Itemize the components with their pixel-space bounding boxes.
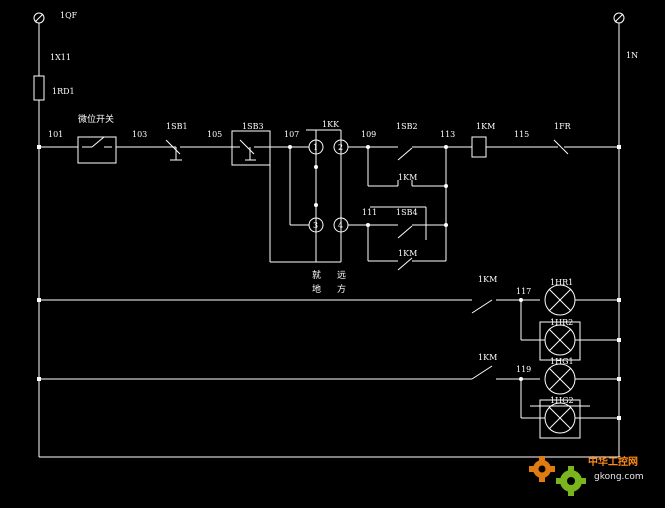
label-1hr1: 1HR1 xyxy=(550,278,573,287)
right-rail xyxy=(613,12,625,457)
indicator-rung-red xyxy=(39,284,619,361)
label-109: 109 xyxy=(361,130,376,139)
label-1sb2: 1SB2 xyxy=(396,122,418,131)
label-1hg1: 1HG1 xyxy=(550,357,574,366)
label-113: 113 xyxy=(440,130,455,139)
fuse-1rd1 xyxy=(33,75,45,101)
watermark-cn-text: 中华工控网 xyxy=(588,455,638,468)
label-1km-aux-2: 1KM xyxy=(398,249,417,258)
label-kk-pos-1: 1 xyxy=(313,143,318,152)
label-local-1: 就 xyxy=(312,269,321,281)
overload-relay-1fr xyxy=(548,139,619,155)
label-kk-pos-3: 3 xyxy=(313,221,318,230)
start-button-1sb2 xyxy=(392,146,472,161)
label-1fr: 1FR xyxy=(554,122,572,131)
indicator-rung-green xyxy=(39,363,619,439)
label-local-2: 地 xyxy=(312,283,321,295)
label-1x11: 1X11 xyxy=(50,53,71,62)
label-limit-switch: 微位开关 xyxy=(78,113,114,125)
stop-button-1sb1 xyxy=(164,139,232,161)
contactor-coil-1km xyxy=(471,136,487,158)
left-rail xyxy=(33,12,45,457)
label-1hg2: 1HG2 xyxy=(550,396,574,405)
stop-button-1sb3-box xyxy=(231,130,271,166)
label-1n: 1N xyxy=(626,51,638,60)
gear-icon xyxy=(529,456,586,496)
label-1kk: 1KK xyxy=(322,120,340,129)
label-remote-2: 方 xyxy=(337,283,346,295)
label-105: 105 xyxy=(207,130,222,139)
label-1km-coil: 1KM xyxy=(476,122,495,131)
watermark-url: gkong.com xyxy=(594,472,644,482)
label-103: 103 xyxy=(132,130,147,139)
remote-rung-1sb4 xyxy=(367,206,446,271)
watermark: 中华工控网 gkong.com xyxy=(529,455,644,496)
label-117: 117 xyxy=(516,287,531,296)
label-1sb3: 1SB3 xyxy=(242,122,264,131)
selector-switch-wiring xyxy=(269,129,392,263)
label-1km-contact-4: 1KM xyxy=(478,353,497,362)
label-119: 119 xyxy=(516,365,531,374)
junction-dots xyxy=(37,145,621,420)
label-1qf: 1QF xyxy=(60,11,78,20)
label-1hr2: 1HR2 xyxy=(550,318,573,327)
label-1sb4: 1SB4 xyxy=(396,208,418,217)
label-115: 115 xyxy=(514,130,529,139)
label-remote-1: 远 xyxy=(337,270,346,281)
label-1rd1: 1RD1 xyxy=(52,87,75,96)
label-1km-contact-3: 1KM xyxy=(478,275,497,284)
label-111: 111 xyxy=(362,208,377,217)
label-101: 101 xyxy=(48,130,63,139)
km-aux-contact-1 xyxy=(367,147,447,261)
label-kk-pos-2: 2 xyxy=(338,143,343,152)
label-107: 107 xyxy=(284,130,299,139)
label-kk-pos-4: 4 xyxy=(338,221,343,230)
labels: 1QF 1X11 1RD1 1N 微位开关 101 103 1SB1 105 1… xyxy=(48,11,638,405)
label-1km-aux-1: 1KM xyxy=(398,173,417,182)
label-1sb1: 1SB1 xyxy=(166,122,188,131)
main-rung xyxy=(39,130,619,166)
limit-switch xyxy=(77,136,117,164)
